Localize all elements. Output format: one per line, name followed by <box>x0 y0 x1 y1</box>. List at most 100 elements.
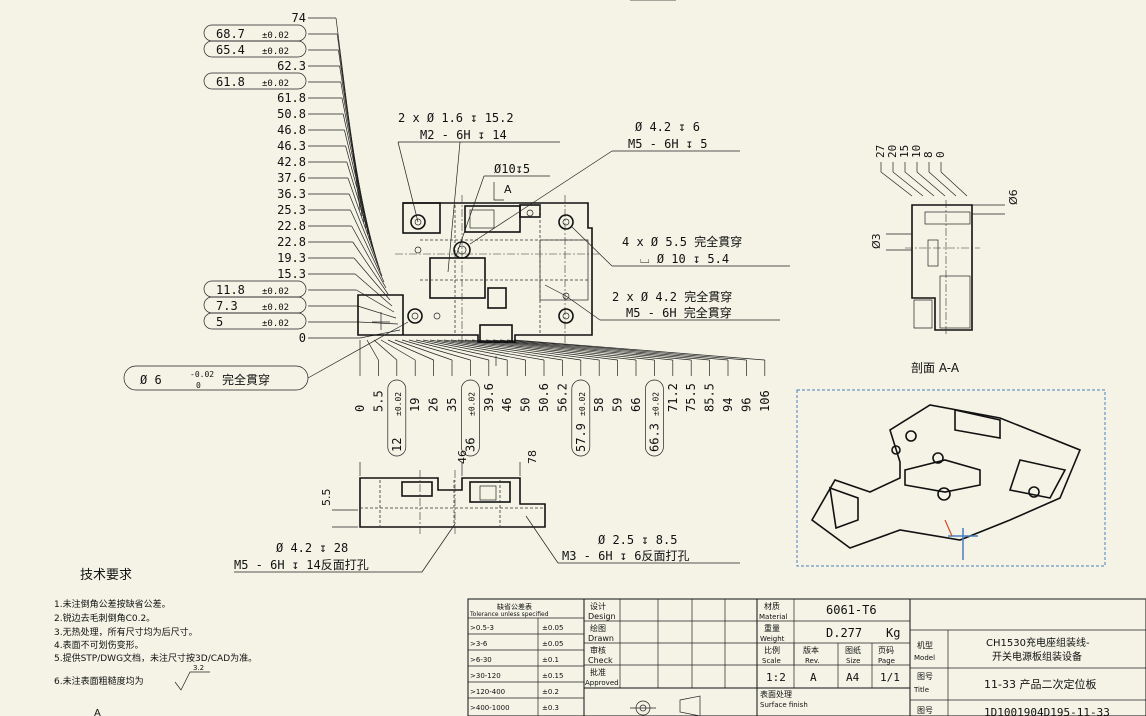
left-dim-value: 61.8 <box>277 91 306 105</box>
bottom-dim-box <box>387 379 407 457</box>
title-block: 缺省公差表 Tolerance unless specified >0.5-3 … <box>467 598 1146 716</box>
tol-value-4: ±0.15 <box>542 672 563 680</box>
label-dwg-cn: 图号 <box>917 706 933 715</box>
left-dim-value: 11.8 <box>216 283 245 297</box>
left-dim-value: 0 <box>299 331 306 345</box>
bottom-dim-value: 58 <box>592 398 606 412</box>
bottom-dim-value: 0 <box>353 405 367 412</box>
scale-value: 1:2 <box>766 671 786 684</box>
section-cut-arrow-a <box>493 182 504 201</box>
left-dim-leader-bend <box>353 257 391 301</box>
drawing-number-value: 1D1001904D195-11-33 <box>984 706 1110 716</box>
left-dim-leader-bend <box>350 209 385 283</box>
callout-2x-d4-2-line1: 2 x Ø 4.2 完全貫穿 <box>612 289 732 304</box>
left-dim-leader-bend <box>354 273 393 307</box>
bottom-dim-leader-bend <box>387 339 434 361</box>
bottom-dim-leader-bend <box>373 339 398 361</box>
bottom-dim-leader-bend <box>450 339 600 361</box>
hole-bottom-left <box>407 308 423 324</box>
tol-range-6: >400-1000 <box>470 704 510 712</box>
bottom-dim-value: 26 <box>427 398 441 412</box>
tech-req-item-6: 6.未注表面粗糙度均为 <box>54 675 144 687</box>
bottom-dim-value: 66 <box>629 398 643 412</box>
tol-value-2: ±0.05 <box>542 640 563 648</box>
left-dim-leader-bend <box>359 329 401 339</box>
bottom-dim-value: 57.9 <box>574 423 588 452</box>
left-dim-tol: ±0.02 <box>262 319 289 329</box>
title-value: 11-33 产品二次定位板 <box>984 677 1096 691</box>
section-top-dim-leader <box>880 162 913 197</box>
bottom-dim-leader-bend <box>485 339 692 361</box>
label-design-en: Design <box>588 612 616 621</box>
tol-range-3: >6-30 <box>470 656 492 664</box>
bottom-dim-value: 36 <box>463 438 477 452</box>
left-dim-value: 61.8 <box>216 75 245 89</box>
label-page-cn: 页码 <box>878 646 894 655</box>
section-top-dim-leader <box>892 162 924 197</box>
page-value: 1/1 <box>880 671 900 684</box>
left-dim-leader-bend <box>358 321 399 325</box>
bottom-dim-value: 19 <box>408 398 422 412</box>
tol-value-5: ±0.2 <box>542 688 559 696</box>
roughness-symbol <box>174 671 210 691</box>
left-dim-tol: ±0.02 <box>262 79 289 89</box>
bottom-dim-leader-bend <box>464 339 637 361</box>
section-dim-d6: Ø6 <box>1007 189 1020 205</box>
bottom-dim-value: 50 <box>519 398 533 412</box>
bottom-dim-value: 46 <box>500 398 514 412</box>
roughness-value: 3.2 <box>193 664 204 672</box>
label-page-en: Page <box>878 657 895 665</box>
callout-d6-lower-tol: 0 <box>196 381 201 390</box>
callout-d6-symbol: Ø 6 <box>140 373 162 387</box>
callout-m5-line2: M5 - 6H ↧ 5 <box>628 137 707 151</box>
weight-unit: Kg <box>886 626 900 640</box>
callout-d6-note: 完全貫穿 <box>222 372 270 387</box>
bottom-dim-box <box>571 379 591 457</box>
rev-value: A <box>810 671 817 684</box>
left-dim-leader-bend <box>348 193 383 277</box>
front-dim-78: 78 <box>526 450 539 464</box>
bottom-dim-leader-bend <box>408 339 489 361</box>
tech-req-title: 技术要求 <box>80 568 132 583</box>
label-check-en: Check <box>588 656 613 665</box>
bottom-dim-tol: ±0.02 <box>394 392 403 416</box>
left-dim-value: 74 <box>292 11 306 25</box>
section-top-dim: 0 <box>934 151 947 158</box>
label-weight-cn: 重量 <box>764 623 780 633</box>
left-dim-leader-bend <box>356 289 395 313</box>
tol-range-2: >3-6 <box>470 640 488 648</box>
bottom-dim-tol: ±0.02 <box>651 392 660 416</box>
bottom-dim-value: 106 <box>758 390 772 412</box>
section-top-dim-leader <box>916 162 946 197</box>
tech-req-item-2: 2.锐边去毛刺倒角C0.2。 <box>54 612 155 624</box>
bottom-dim-value: 85.5 <box>703 383 717 412</box>
label-title-en: Title <box>913 686 929 694</box>
section-top-dim-leader <box>904 162 935 197</box>
bottom-dim-value: 71.2 <box>666 383 680 412</box>
label-material-cn: 材质 <box>764 601 780 611</box>
left-dim-value: 36.3 <box>277 187 306 201</box>
bottom-dim-leader-bend <box>380 339 416 361</box>
callout-4x-d5-5-line1: 4 x Ø 5.5 完全貫穿 <box>622 234 742 249</box>
bottom-dim-leader-bend <box>471 339 655 361</box>
label-check-cn: 审核 <box>590 645 606 655</box>
tech-req-item-4: 4.表面不可划伤变形。 <box>54 639 144 651</box>
bottom-mark: A <box>94 708 101 716</box>
label-material-en: Material <box>759 613 787 621</box>
callout-m2-line2: M2 - 6H ↧ 14 <box>420 128 507 142</box>
label-design-cn: 设计 <box>590 601 606 611</box>
section-top-dim: 8 <box>922 151 935 158</box>
hole-bottom-right <box>558 308 574 324</box>
left-dim-tol: ±0.02 <box>262 303 289 313</box>
bottom-dim-leader-bend <box>394 339 453 361</box>
left-dim-leader-bend <box>352 241 389 295</box>
bottom-dim-box <box>645 379 664 457</box>
section-title: 剖面 A-A <box>911 361 960 375</box>
section-top-dim-leader <box>940 162 968 197</box>
left-dim-leader-bend <box>357 305 397 319</box>
isometric-view <box>796 389 1106 567</box>
section-cut-label-a: A <box>504 183 512 196</box>
section-dim-d3: Ø3 <box>870 233 883 249</box>
plan-callouts: 2 x Ø 1.6 ↧ 15.2 M2 - 6H ↧ 14 Ø 4.2 ↧ 6 … <box>123 111 790 391</box>
